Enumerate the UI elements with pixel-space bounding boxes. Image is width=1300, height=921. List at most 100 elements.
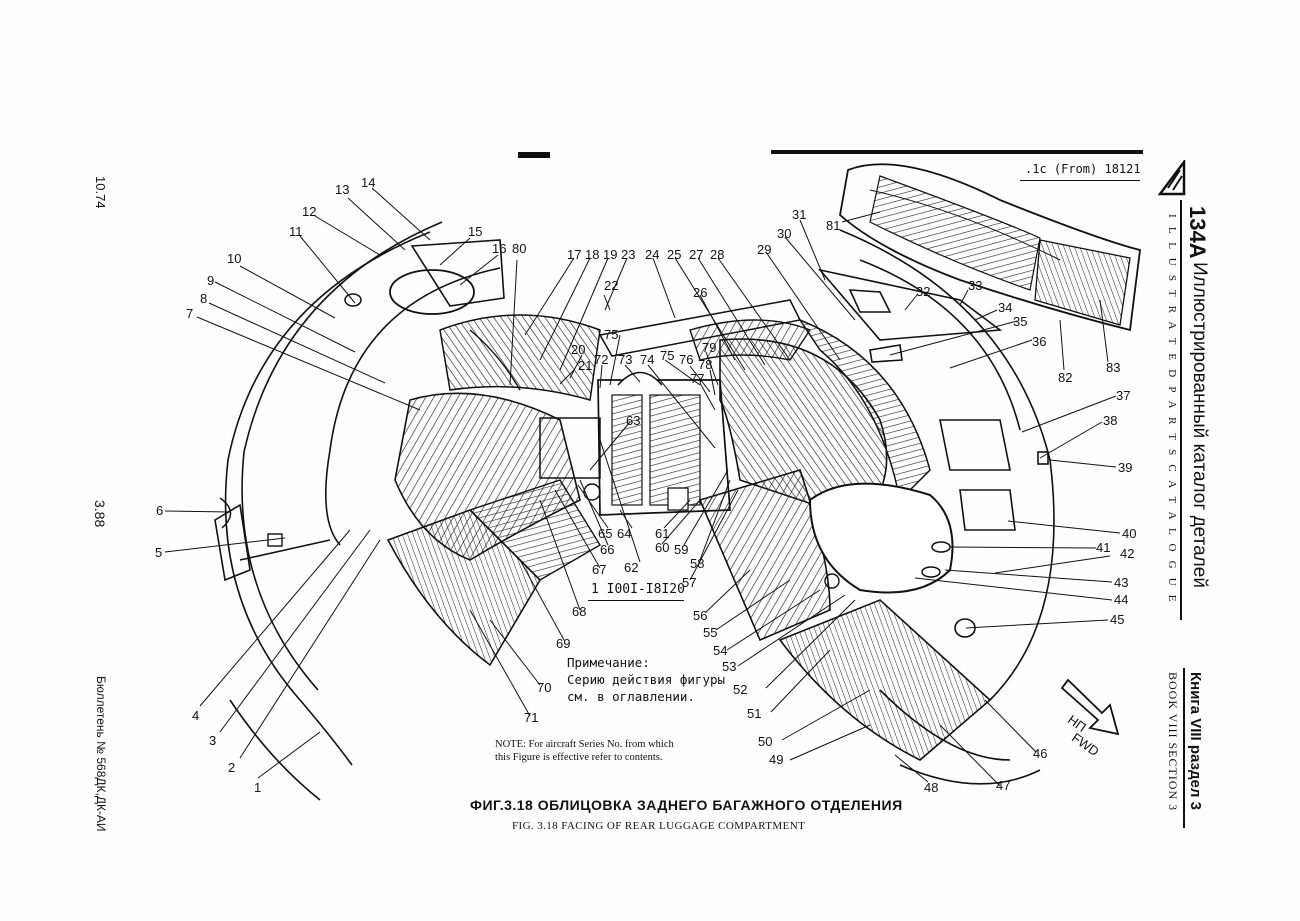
callout-75a: 75 xyxy=(604,327,618,342)
callout-10: 10 xyxy=(227,251,241,266)
note-en-line-2: this Figure is effective refer to conten… xyxy=(495,752,663,763)
top-right-liner-sheet xyxy=(839,163,1141,332)
callout-8: 8 xyxy=(200,291,207,306)
callout-34: 34 xyxy=(998,300,1012,315)
callout-21: 21 xyxy=(578,358,592,373)
note-en: NOTE: For aircraft Series No. from which… xyxy=(495,738,674,764)
callout-79: 79 xyxy=(702,340,716,355)
callout-43: 43 xyxy=(1114,575,1128,590)
callout-80: 80 xyxy=(512,241,526,256)
callout-25: 25 xyxy=(667,247,681,262)
left-floor-mat xyxy=(386,509,542,667)
callout-69: 69 xyxy=(556,636,570,651)
callout-47: 47 xyxy=(996,778,1010,793)
note-ru: Примечание: Серию действия фигуры см. в … xyxy=(567,654,725,705)
callout-14: 14 xyxy=(361,175,375,190)
callout-64: 64 xyxy=(617,526,631,541)
callout-74: 74 xyxy=(640,352,654,367)
callout-81: 81 xyxy=(826,218,840,233)
left-light-opening xyxy=(389,269,475,315)
right-ribbed-wall xyxy=(719,338,888,521)
effectivity-mid: 1 I00I-I8I20 xyxy=(591,582,685,597)
figure-caption-ru: ФИГ.3.18 ОБЛИЦОВКА ЗАДНЕГО БАГАЖНОГО ОТД… xyxy=(470,797,903,813)
callout-26: 26 xyxy=(693,285,707,300)
callout-41: 41 xyxy=(1096,540,1110,555)
leader-lines xyxy=(164,187,1121,787)
callout-22: 22 xyxy=(604,278,618,293)
callout-19: 19 xyxy=(603,247,617,262)
callout-12: 12 xyxy=(302,204,316,219)
callout-36: 36 xyxy=(1032,334,1046,349)
callout-58: 58 xyxy=(690,556,704,571)
callout-1: 1 xyxy=(254,780,261,795)
callout-labels: 1 2 3 4 5 6 7 8 9 10 11 12 13 14 15 16 8… xyxy=(155,175,1136,795)
callout-54: 54 xyxy=(713,643,727,658)
note-en-line-1: NOTE: For aircraft Series No. from which xyxy=(495,739,674,750)
callout-83: 83 xyxy=(1106,360,1120,375)
callout-63: 63 xyxy=(626,413,640,428)
callout-33: 33 xyxy=(968,278,982,293)
callout-51: 51 xyxy=(747,706,761,721)
callout-24: 24 xyxy=(645,247,659,262)
callout-60: 60 xyxy=(655,540,669,555)
callout-38: 38 xyxy=(1103,413,1117,428)
right-hump-cover xyxy=(808,482,954,594)
callout-13: 13 xyxy=(335,182,349,197)
callout-50: 50 xyxy=(758,734,772,749)
callout-40: 40 xyxy=(1122,526,1136,541)
callout-66: 66 xyxy=(600,542,614,557)
callout-70: 70 xyxy=(537,680,551,695)
note-ru-line-3: см. в оглавлении. xyxy=(567,689,695,704)
callout-37: 37 xyxy=(1116,388,1130,403)
callout-5: 5 xyxy=(155,545,162,560)
callout-48: 48 xyxy=(924,780,938,795)
note-ru-line-2: Серию действия фигуры xyxy=(567,672,726,687)
callout-4: 4 xyxy=(192,708,199,723)
callout-68: 68 xyxy=(572,604,586,619)
callout-6: 6 xyxy=(156,503,163,518)
callout-44: 44 xyxy=(1114,592,1128,607)
callout-57: 57 xyxy=(682,575,696,590)
callout-3: 3 xyxy=(209,733,216,748)
fwd-arrow xyxy=(1060,678,1120,736)
book-vertical-rule xyxy=(1183,668,1185,828)
logo-mark xyxy=(1157,158,1186,198)
callout-62: 62 xyxy=(624,560,638,575)
callout-73: 73 xyxy=(618,352,632,367)
right-shell xyxy=(817,229,1055,785)
callout-2: 2 xyxy=(228,760,235,775)
effectivity-top: .1с (From) 18121 xyxy=(1025,162,1141,176)
callout-39: 39 xyxy=(1118,460,1132,475)
callout-18: 18 xyxy=(585,247,599,262)
callout-32: 32 xyxy=(916,284,930,299)
top-rule-long xyxy=(771,150,1143,154)
callout-45: 45 xyxy=(1110,612,1124,627)
callout-46: 46 xyxy=(1033,746,1047,761)
callout-61: 61 xyxy=(655,526,669,541)
callout-42: 42 xyxy=(1120,546,1134,561)
callout-49: 49 xyxy=(769,752,783,767)
top-rule-short xyxy=(518,152,550,158)
callout-78: 78 xyxy=(698,357,712,372)
callout-15: 15 xyxy=(468,224,482,239)
callout-31: 31 xyxy=(792,207,806,222)
header-vertical-rule xyxy=(1180,200,1182,620)
callout-71: 71 xyxy=(524,710,538,725)
callout-75b: 75 xyxy=(660,348,674,363)
callout-55: 55 xyxy=(703,625,717,640)
callout-23: 23 xyxy=(621,247,635,262)
callout-17: 17 xyxy=(567,247,581,262)
callout-59: 59 xyxy=(674,542,688,557)
callout-7: 7 xyxy=(186,306,193,321)
callout-11: 11 xyxy=(289,224,303,239)
callout-72: 72 xyxy=(594,352,608,367)
callout-82: 82 xyxy=(1058,370,1072,385)
callout-29: 29 xyxy=(757,242,771,257)
callout-9: 9 xyxy=(207,273,214,288)
callout-20: 20 xyxy=(571,342,585,357)
callout-53: 53 xyxy=(722,659,736,674)
callout-16: 16 xyxy=(492,241,506,256)
callout-67: 67 xyxy=(592,562,606,577)
callout-30: 30 xyxy=(777,226,791,241)
